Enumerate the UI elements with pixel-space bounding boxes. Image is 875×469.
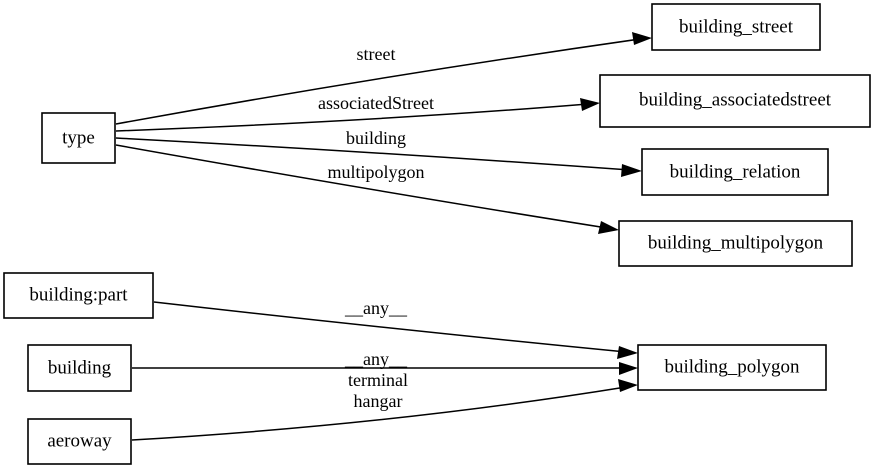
edge-label-associatedstreet: associatedStreet [318,93,434,113]
node-box-building_polygon [637,344,827,391]
edge-label-hangar: hangar [354,391,403,411]
edge-line-terminal-hangar [131,386,627,441]
edge-label-any-upper: __any__ [344,298,408,318]
node-building_multipolygon[interactable]: building_multipolygon [618,220,853,267]
edge-label-multipolygon: multipolygon [327,162,424,182]
edge-type-building_associatedstreet[interactable] [115,98,600,132]
edge-type-building_multipolygon[interactable] [115,144,619,234]
node-label-building_relation: building_relation [670,161,801,182]
edge-line-building [115,137,631,171]
arrowhead-any-upper [617,346,638,359]
edge-line-associatedstreet [115,103,589,132]
node-building_polygon[interactable]: building_polygon [637,344,827,391]
edge-line-street [115,38,641,125]
node-label-building_multipolygon: building_multipolygon [648,232,824,253]
node-label-type: type [62,127,95,148]
arrowhead-terminal-hangar [618,379,638,392]
node-box-type [41,112,116,164]
edge-group [115,32,652,441]
node-building_street[interactable]: building_street [651,3,821,51]
edge-label-street: street [357,44,396,64]
edge-aeroway-building_polygon[interactable] [131,379,638,441]
node-box-building_multipolygon [618,220,853,267]
node-label-building_polygon: building_polygon [664,356,800,377]
node-building_associatedstreet[interactable]: building_associatedstreet [599,74,871,128]
node-aeroway[interactable]: aeroway [27,418,132,465]
arrowhead-street [632,32,652,45]
arrowhead-associatedstreet [580,98,600,111]
node-label-building-part: building:part [29,284,128,305]
arrowhead-any-lower [619,362,638,375]
node-box-building_associatedstreet [599,74,871,128]
node-box-building-part [3,272,154,319]
arrowhead-building [621,164,642,177]
edge-building-building_polygon[interactable] [132,362,638,375]
edge-label-group: street associatedStreet building multipo… [318,44,434,411]
edge-line-multipolygon [115,144,608,229]
edge-type-building_relation[interactable] [115,137,642,177]
node-building_relation[interactable]: building_relation [641,148,829,196]
node-box-building_street [651,3,821,51]
node-building-part[interactable]: building:part [3,272,154,319]
node-label-aeroway: aeroway [47,430,112,451]
edge-line-any-upper [153,301,627,353]
node-group: type building_street building_associated… [3,3,871,465]
edge-building_part-building_polygon[interactable] [153,301,638,359]
node-label-building: building [48,357,112,378]
node-box-aeroway [27,418,132,465]
arrowhead-multipolygon [598,221,619,234]
node-building[interactable]: building [27,344,132,392]
node-box-building [27,344,132,392]
edge-type-building_street[interactable] [115,32,652,125]
edge-label-terminal: terminal [348,370,408,390]
edge-label-building: building [346,128,406,148]
edge-label-any-lower: __any__ [344,349,408,369]
node-label-building_street: building_street [679,16,794,37]
node-label-building_associatedstreet: building_associatedstreet [639,89,832,110]
node-type[interactable]: type [41,112,116,164]
node-box-building_relation [641,148,829,196]
